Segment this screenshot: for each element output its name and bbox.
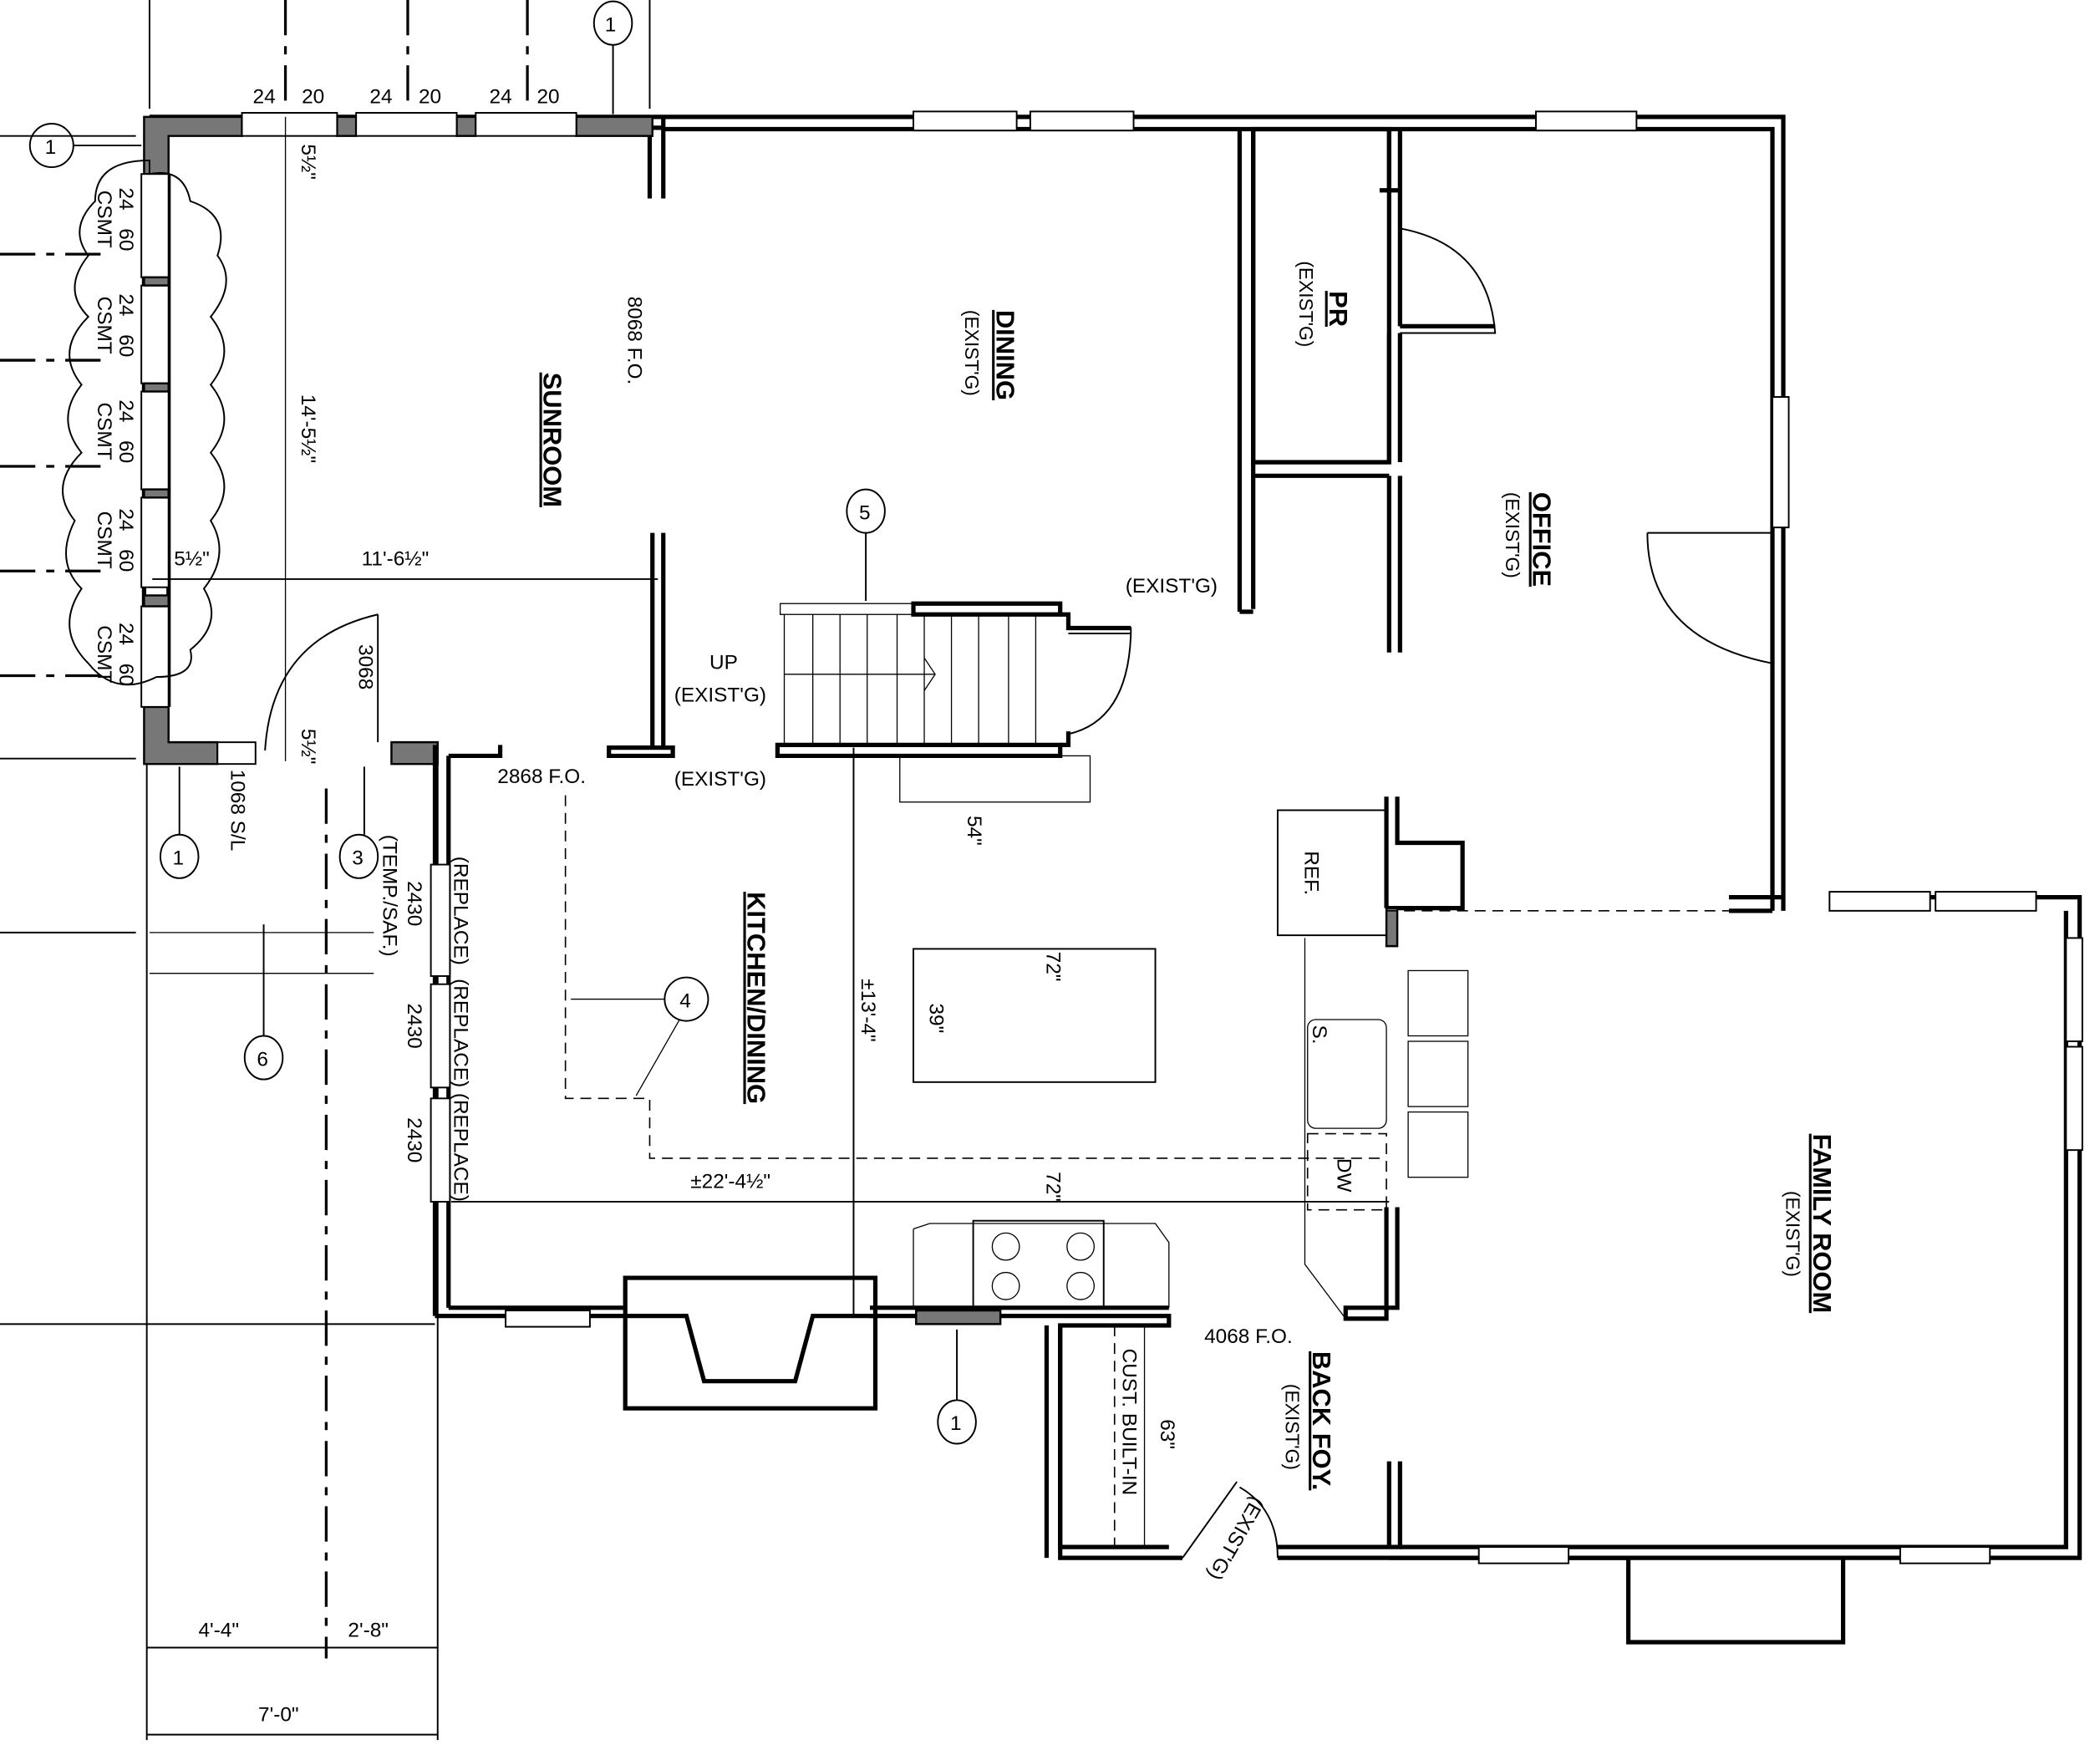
plan-label: CSMT [93, 297, 115, 354]
plan-label: 2430 [403, 881, 425, 926]
grid-lines [0, 0, 651, 1741]
plan-label: ±22'-4½" [690, 1171, 770, 1193]
plan-label: 63" [1156, 1419, 1178, 1449]
plan-label: FAMILY ROOM [1808, 1134, 1837, 1314]
plan-label: CSMT [93, 402, 115, 460]
stairs [779, 603, 1091, 803]
plan-label: 1 [173, 847, 185, 870]
plan-label: CUST. BUILT-IN [1118, 1349, 1141, 1496]
plan-label: CSMT [93, 191, 115, 248]
plan-label: 24 [369, 86, 392, 109]
plan-label: (REPLACE) [449, 857, 471, 965]
plan-label: (EXIST'G) [1782, 1191, 1803, 1277]
keynote-6: 6 [243, 924, 284, 1081]
plan-label: 3 [352, 847, 364, 870]
room-labels: SUNROOM DINING (EXIST'G) PR (EXIST'G) OF… [538, 261, 1837, 1490]
plan-label: CSMT [93, 511, 115, 569]
left-window-labels: 24 60 CSMT 24 60 CSMT 24 60 CSMT 24 60 C… [93, 187, 137, 685]
plan-label: 5 [859, 501, 871, 524]
plan-label: (REPLACE) [449, 1093, 471, 1202]
plan-label: 24 [253, 86, 276, 109]
plan-label: 24 [114, 623, 137, 645]
plan-label: SUNROOM [538, 373, 567, 507]
plan-label: (EXIST'G) [674, 684, 766, 706]
plan-label: 7'-0" [258, 1703, 299, 1726]
plan-label: 24 [490, 86, 512, 109]
plan-label: S. [1308, 1025, 1330, 1044]
plan-label: 60 [114, 334, 137, 357]
keynote-1-bottom: 1 [159, 766, 200, 879]
kitchen-fixtures [564, 795, 1729, 1548]
plan-label: PR [1324, 291, 1353, 327]
kitchen-windows [430, 863, 451, 1203]
plan-label: 24 [114, 399, 137, 422]
plan-label: DINING [990, 310, 1019, 400]
plan-label: 5½" [174, 548, 210, 571]
plan-label: 14'-5½" [297, 394, 319, 463]
dimension-lines [146, 116, 1390, 1736]
plan-label: 24 [114, 293, 137, 316]
plan-label: 60 [114, 549, 137, 572]
revision-cloud [62, 159, 227, 686]
plan-label: 3068 [353, 644, 376, 689]
keynote-1-top: 1 [592, 0, 633, 114]
plan-label: 5½" [297, 729, 319, 765]
plan-label: REF. [1299, 851, 1322, 895]
plan-label: 60 [114, 228, 137, 251]
plan-label: 4068 F.O. [1204, 1325, 1293, 1348]
plan-label: (EXIST'G) [1502, 492, 1523, 578]
plan-label: (EXIST'G) [1126, 575, 1218, 598]
kitchen-window-labels: (REPLACE) (REPLACE) (REPLACE) 2430 2430 … [379, 835, 472, 1202]
plan-label: 8068 F.O. [623, 297, 645, 385]
plan-label: OFFICE [1528, 492, 1557, 587]
keynote-5: 5 [846, 488, 886, 601]
keynote-1-kitchen: 1 [937, 1329, 977, 1445]
plan-label: (REPLACE) [449, 979, 471, 1087]
plan-label: 2430 [403, 1117, 425, 1162]
plan-label: 72" [1041, 952, 1064, 982]
plan-label: 20 [536, 86, 559, 109]
plan-label: 1 [950, 1412, 962, 1435]
plan-label: 60 [114, 440, 137, 463]
plan-label: 20 [419, 86, 441, 109]
plan-label: 4 [679, 989, 691, 1012]
plan-label: 20 [302, 86, 324, 109]
plan-label: 24 [114, 187, 137, 210]
plan-label: 24 [114, 508, 137, 531]
plan-label: 11'-6½" [362, 548, 430, 571]
keynote-bubbles: 1 1 1 1 3 4 5 6 [28, 0, 977, 1445]
left-windows [140, 173, 170, 708]
plan-label: 39" [925, 1003, 948, 1033]
plan-label: 72" [1041, 1172, 1064, 1202]
plan-label: (EXIST'G) [1203, 1493, 1269, 1584]
plan-label: 2868 F.O. [497, 766, 586, 788]
plan-label: UP [709, 651, 738, 674]
plan-label: (EXIST'G) [674, 768, 766, 791]
plan-label: 1 [45, 136, 57, 159]
plan-label: 1 [605, 13, 617, 36]
plan-label: 2430 [403, 1003, 425, 1048]
keynote-1-left: 1 [28, 123, 142, 169]
keynote-4: 4 [571, 976, 709, 1096]
plan-label: (EXIST'G) [1282, 1384, 1304, 1470]
plan-label: (TEMP./SAF.) [379, 835, 401, 957]
plan-label: (EXIST'G) [961, 310, 983, 396]
plan-label: 54" [963, 816, 985, 846]
plan-label: 4'-4" [198, 1619, 239, 1641]
top-window-labels: 24 20 24 20 24 20 [253, 86, 560, 109]
plan-label: 6 [257, 1048, 268, 1071]
plan-label: 2'-8" [348, 1619, 389, 1641]
plan-label: KITCHEN/DINING [742, 892, 771, 1104]
plan-label: 5½" [297, 144, 319, 180]
doors [264, 227, 1773, 1559]
plan-label: DW [1333, 1158, 1355, 1193]
plan-label: BACK FOY. [1307, 1351, 1336, 1490]
plan-label: CSMT [93, 625, 115, 683]
plan-label: ±13'-4" [857, 979, 879, 1041]
plan-label: 60 [114, 664, 137, 686]
keynote-3: 3 [338, 766, 379, 879]
plan-label: (EXIST'G) [1295, 261, 1317, 347]
plan-label: 1068 S/L [226, 770, 249, 852]
top-windows [216, 110, 2083, 1564]
